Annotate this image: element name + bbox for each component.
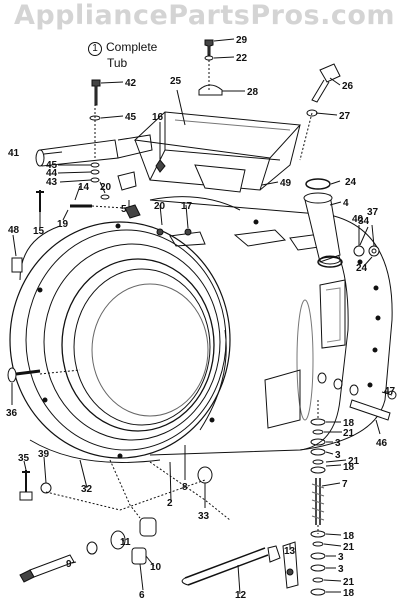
callout-5: 5 [121,204,127,215]
callout-37: 37 [367,207,379,218]
legend-line2: Tub [107,56,128,70]
callout-35: 35 [18,453,30,464]
callout-20: 20 [100,182,112,193]
callout-18: 18 [343,588,355,599]
top-hose [35,134,153,167]
callout-21: 21 [343,542,355,553]
callout-42: 42 [125,78,137,89]
callout-45: 45 [46,160,58,171]
callout-39: 39 [38,449,50,460]
callout-13: 13 [284,546,296,557]
callout-15: 15 [33,226,45,237]
callout-9: 9 [66,559,72,570]
callout-21: 21 [343,577,355,588]
callout-18: 18 [343,531,355,542]
callout-22: 22 [236,53,248,64]
callout-11: 11 [120,537,131,548]
callout-25: 25 [170,76,182,87]
leader-lines [11,38,393,595]
callout-8: 8 [182,482,188,493]
callout-44: 44 [46,168,58,179]
callout-41: 41 [8,148,20,159]
callout-7: 7 [342,479,348,490]
callout-49: 49 [280,178,292,189]
leader-dashes [39,60,319,534]
callout-26: 26 [342,81,354,92]
callout-16: 16 [152,112,164,123]
callout-33: 33 [198,511,210,522]
callout-20: 20 [154,201,166,212]
callout-6: 6 [139,590,145,600]
callout-40: 40 [352,214,364,225]
callout-10: 10 [150,562,162,573]
tub-front-rings [9,221,231,463]
legend-line1: Complete [106,40,158,54]
top-tray [133,111,302,193]
callout-2: 2 [167,498,173,509]
callout-48: 48 [8,225,20,236]
callout-29: 29 [236,35,248,46]
callout-47: 47 [384,386,396,397]
callout-3: 3 [335,450,341,461]
bottom-hose [19,466,213,583]
callout-3: 3 [338,564,344,575]
right-washer-stack [310,418,326,596]
callout-19: 19 [57,219,69,230]
left-bolt [7,367,41,383]
callout-28: 28 [247,87,259,98]
callout-12: 12 [235,590,247,600]
callout-14: 14 [78,182,90,193]
callout-24: 24 [345,177,357,188]
heater-element [181,541,299,589]
callout-3: 3 [338,552,344,563]
tub-body [149,196,393,456]
callout-4: 4 [343,198,349,209]
callout-24: 24 [356,263,368,274]
callout-27: 27 [339,111,351,122]
callout-34: 34 [358,216,370,227]
callout-43: 43 [46,177,58,188]
callout-36: 36 [6,408,18,419]
callout-3: 3 [335,438,341,449]
callout-45: 45 [125,112,137,123]
callout-17: 17 [181,201,193,212]
callout-18: 18 [343,418,355,429]
callout-18: 18 [343,462,355,473]
callout-21: 21 [348,456,360,467]
site-watermark: AppliancePartsPros.com [13,0,396,31]
callout-46: 46 [376,438,388,449]
callout-32: 32 [81,484,93,495]
callout-21: 21 [343,428,355,439]
drain-hose [303,178,343,268]
